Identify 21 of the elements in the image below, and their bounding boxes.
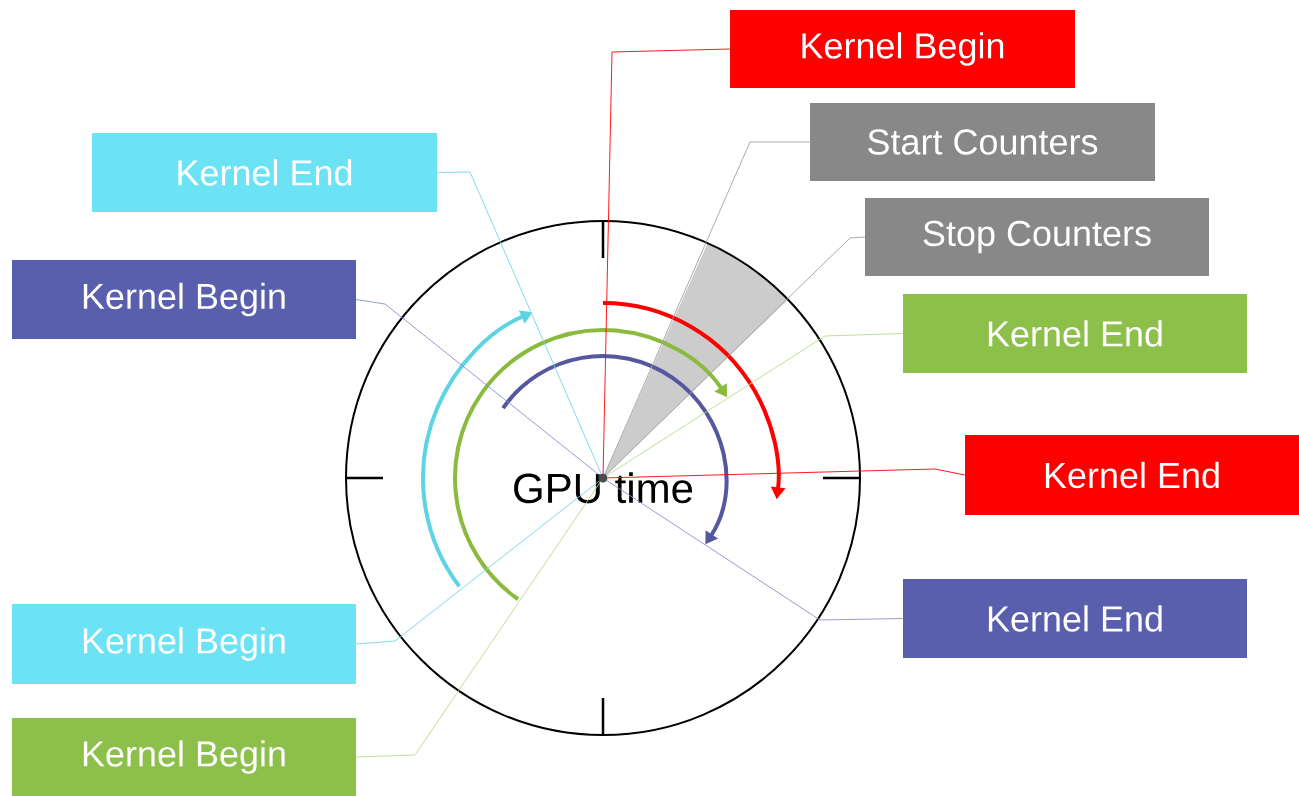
- label-box: Start Counters: [810, 103, 1155, 181]
- clock-face: GPU time: [345, 220, 861, 736]
- leader-line: [606, 333, 904, 476]
- label-box: Kernel End: [92, 133, 437, 212]
- label-box: Kernel End: [903, 579, 1247, 658]
- leader-line: [355, 299, 600, 476]
- leader-line: [602, 48, 731, 474]
- label-box: Kernel Begin: [12, 604, 356, 684]
- label-box: Kernel Begin: [12, 718, 356, 796]
- leader-line: [604, 141, 811, 475]
- leader-line: [607, 468, 966, 479]
- leader-line: [605, 236, 866, 476]
- leader-line: [436, 171, 602, 475]
- leader-line: [355, 480, 600, 645]
- label-box: Kernel Begin: [12, 260, 356, 339]
- leader-line: [355, 481, 601, 758]
- leader-line: [606, 480, 904, 621]
- label-box: Stop Counters: [865, 198, 1209, 276]
- label-box: Kernel Begin: [730, 10, 1075, 88]
- label-box: Kernel End: [965, 435, 1299, 515]
- label-box: Kernel End: [903, 294, 1247, 373]
